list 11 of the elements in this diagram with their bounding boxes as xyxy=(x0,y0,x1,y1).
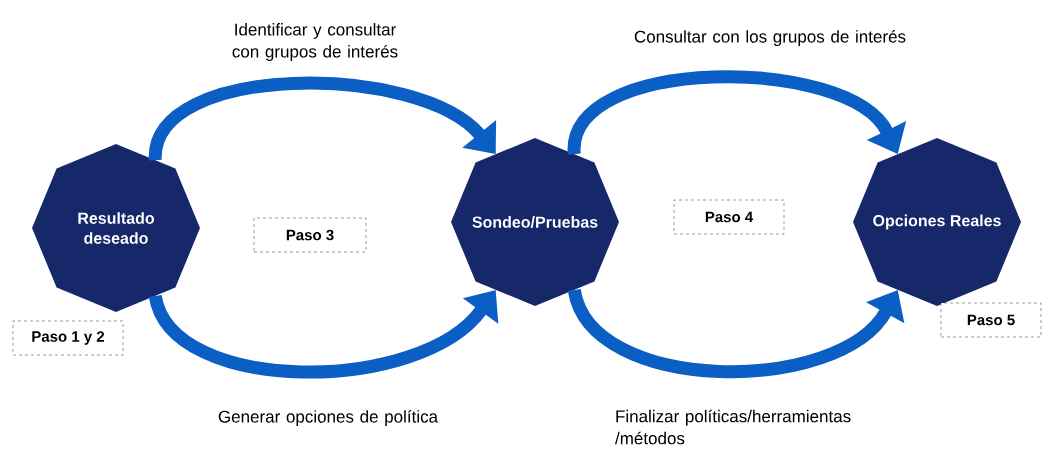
edge-label: Finalizar políticas/herramientas /métodos xyxy=(615,409,851,445)
step-box: Paso 5 xyxy=(940,302,1042,338)
step-box: Paso 1 y 2 xyxy=(12,320,124,356)
step-box: Paso 3 xyxy=(253,217,367,253)
edge-label: Consultar con los grupos de interés xyxy=(634,30,906,47)
octagon: Sondeo/Pruebas xyxy=(451,138,619,306)
octagon: Resultado deseado xyxy=(32,144,200,312)
edge-label: Generar opciones de política xyxy=(218,410,439,427)
step-box: Paso 4 xyxy=(673,199,785,235)
edge-label: Identificar y consultar con grupos de interés xyxy=(232,23,398,61)
octagon: Opciones Reales xyxy=(853,138,1021,306)
